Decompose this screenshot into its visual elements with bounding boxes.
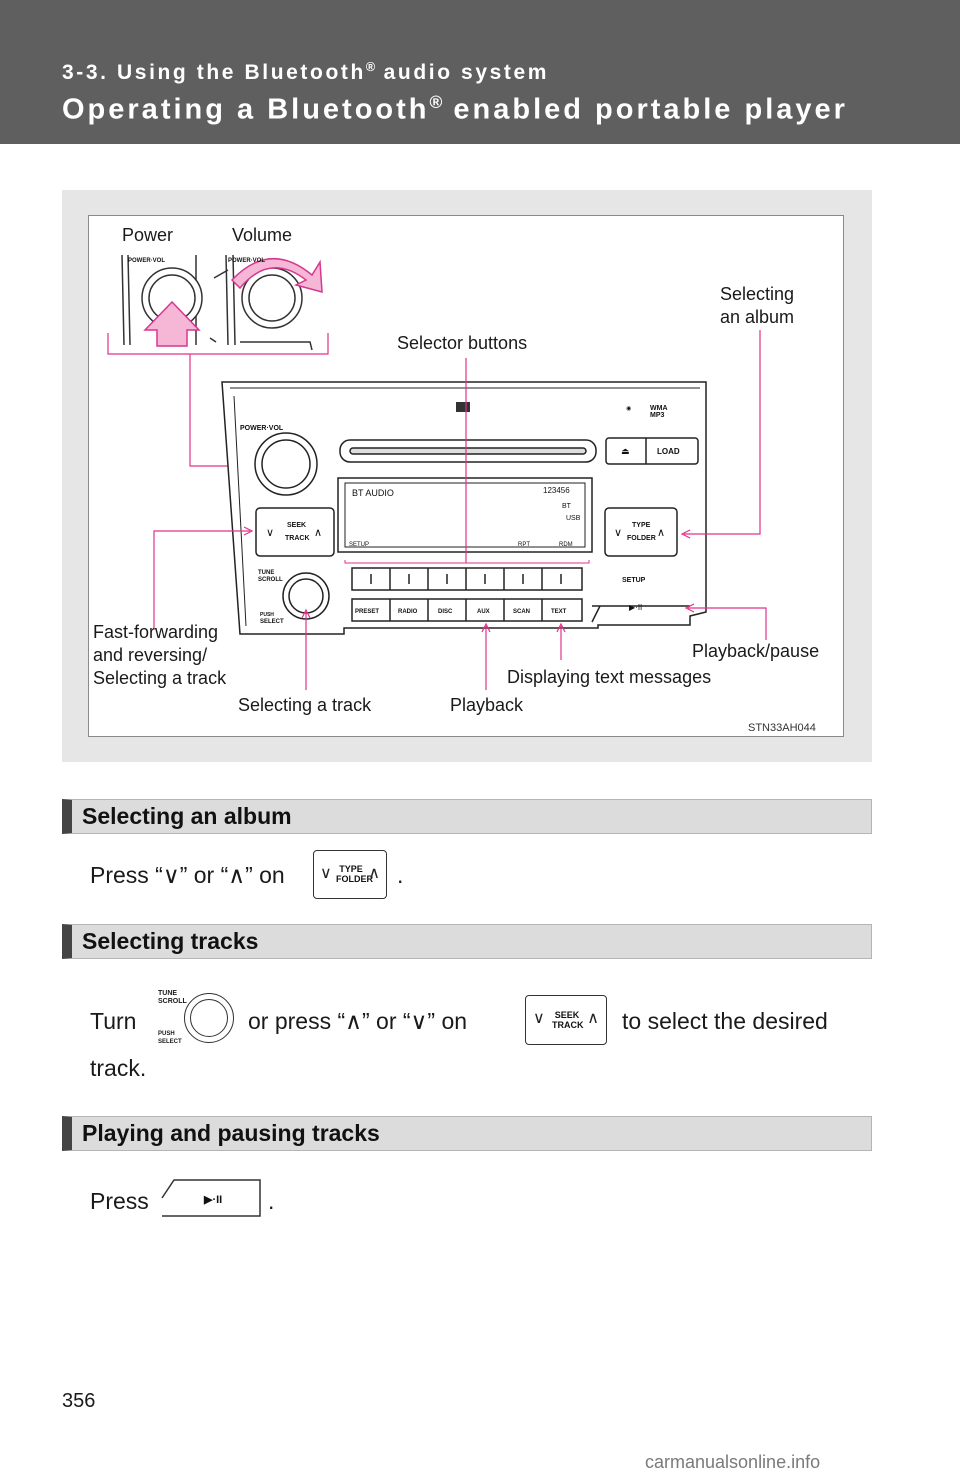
callout-arrowheads: [243, 526, 695, 633]
seek-down-chevron-icon: ∨: [266, 527, 274, 539]
unit-folder-label: FOLDER: [627, 535, 656, 542]
callout-fast-forward: Fast-forwarding and reversing/ Selecting…: [93, 622, 227, 688]
unit-load-label: LOAD: [657, 447, 680, 456]
watermark-text: carmanualsonline.info: [645, 1452, 821, 1472]
eject-icon: ⏏: [621, 446, 630, 456]
album-instruction: Press “∨” or “∧” on: [90, 862, 285, 888]
unit-preset-label: PRESET: [355, 609, 379, 615]
page-title: Operating a Bluetooth® enabled portable …: [62, 92, 848, 126]
callout-selecting-track: Selecting a track: [238, 695, 372, 715]
power-arrow-icon: [143, 300, 201, 347]
disc-icon: ◉: [626, 406, 631, 412]
callout-playback: Playback: [450, 695, 524, 715]
folder-up-chevron-icon: ∧: [657, 527, 665, 539]
display-usb-text: USB: [566, 515, 581, 522]
selector-button-marks: [370, 574, 562, 584]
display-rpt-text: RPT: [518, 542, 530, 548]
play-pause-icon: ▶·II: [203, 1194, 222, 1206]
callout-volume: Volume: [232, 225, 293, 245]
volume-arrow-icon: [230, 258, 323, 293]
unit-setup-label: SETUP: [622, 577, 646, 584]
tracks-select-text: to select the desired: [622, 1008, 828, 1034]
callout-selector-buttons: Selector buttons: [397, 333, 528, 353]
chevron-down-icon: ∨: [533, 1010, 545, 1027]
section-heading-album: Selecting an album: [62, 799, 872, 834]
bt-indicator-icon: [456, 402, 470, 412]
unit-scroll-label: SCROLL: [258, 577, 283, 583]
unit-track-label: TRACK: [285, 535, 310, 542]
play-pause-icon: ▶·II: [629, 603, 642, 612]
section-heading-playing: Playing and pausing tracks: [62, 1116, 872, 1151]
unit-aux-label: AUX: [477, 609, 490, 615]
unit-push-label: PUSH: [260, 612, 274, 618]
chevron-up-icon: ∧: [368, 865, 380, 882]
unit-tune-label: TUNE: [258, 570, 274, 576]
power-vol-small-label: POWER·VOL: [128, 258, 165, 264]
playing-press-text: Press: [90, 1188, 149, 1214]
unit-text-label: TEXT: [551, 609, 567, 615]
album-instruction-end: .: [397, 862, 404, 888]
callout-playback-pause: Playback/pause: [692, 641, 820, 661]
callout-selecting-album: Selecting an album: [720, 284, 795, 327]
display-bt-text: BT: [562, 503, 572, 510]
figure-code: STN33AH044: [748, 722, 816, 734]
tracks-press-text: or press “∧” or “∨” on: [248, 1008, 468, 1034]
unit-radio-label: RADIO: [398, 609, 418, 615]
unit-power-vol-label: POWER·VOL: [240, 425, 284, 432]
display-rdm-text: RDM: [559, 542, 573, 548]
display-mode-text: BT AUDIO: [352, 488, 394, 498]
section-subtitle: 3-3. Using the Bluetooth® audio system: [62, 60, 550, 84]
seek-up-chevron-icon: ∧: [314, 527, 322, 539]
unit-disc-label: DISC: [438, 609, 453, 615]
head-unit-body: [221, 381, 707, 635]
unit-wma-label: WMA: [650, 405, 668, 412]
callout-leaders: [153, 330, 767, 690]
display-setup-text: SETUP: [349, 542, 369, 548]
folder-down-chevron-icon: ∨: [614, 527, 622, 539]
play-pause-button[interactable]: ▶·II: [160, 1176, 264, 1220]
display-presets-text: 123456: [543, 486, 570, 495]
unit-type-label: TYPE: [632, 522, 651, 529]
tracks-track-text: track.: [90, 1055, 147, 1081]
callout-power: Power: [122, 225, 174, 245]
unit-mp3-label: MP3: [650, 412, 665, 419]
unit-seek-label: SEEK: [287, 522, 306, 529]
tracks-turn-text: Turn: [90, 1008, 137, 1034]
chevron-up-icon: ∧: [587, 1010, 599, 1027]
page-number: 356: [62, 1390, 96, 1412]
section-heading-tracks: Selecting tracks: [62, 924, 872, 959]
unit-select-label: SELECT: [260, 619, 284, 625]
unit-scan-label: SCAN: [513, 609, 530, 615]
power-vol-small-label-2: POWER·VOL: [228, 258, 265, 264]
audio-unit-illustration: POWER·VOL POWER·VOL: [107, 254, 816, 734]
callout-displaying-text: Displaying text messages: [507, 667, 712, 687]
chevron-down-icon: ∨: [320, 865, 332, 882]
chapter-header: 3-3. Using the Bluetooth® audio system O…: [0, 0, 960, 144]
playing-period: .: [268, 1188, 275, 1214]
